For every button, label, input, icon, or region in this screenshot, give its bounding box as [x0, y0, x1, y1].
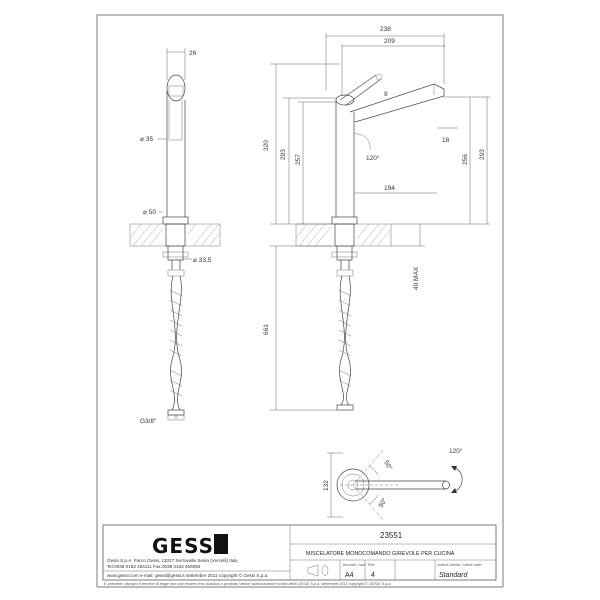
front-height-293-right-label: 293	[479, 149, 486, 160]
side-base-diameter-label: ⌀ 50	[143, 209, 156, 216]
top-rotation-angle-label: 120°	[449, 447, 463, 455]
front-spout-angle-label: 120°	[366, 154, 380, 162]
logo-mark-icon	[214, 534, 228, 554]
front-under-spout-reach-label: 194	[384, 185, 395, 192]
top-view: 50° 50° 132 120°	[323, 447, 463, 522]
format-value: A4	[345, 572, 354, 579]
drawing-frame	[96, 14, 504, 588]
front-spout-reach-label: 209	[384, 38, 395, 45]
front-total-reach-label: 238	[380, 26, 391, 33]
projection-symbol-icon	[307, 564, 329, 577]
rev-value: 4	[371, 572, 375, 579]
rotation-arrow-icon	[454, 467, 463, 492]
side-shank-diameter-label: ⌀ 33,5	[193, 257, 212, 264]
gessi-logo: GESSI	[152, 534, 222, 558]
rev-label: Rev	[368, 563, 376, 567]
client-code-label: codice cliente / client code	[437, 563, 481, 567]
side-hose-thread-label: G3/8"	[140, 418, 157, 425]
side-body-diameter-label: ⌀ 35	[140, 136, 153, 143]
product-description: MISCELATORE MONOCOMANDO GIREVOLE PER CUC…	[306, 551, 455, 557]
top-width-label: 132	[323, 480, 330, 491]
front-height-293-left-label: 293	[280, 149, 287, 160]
company-line-2: Tel.0039 0163 454111 Fax.0039 0163 45935…	[107, 564, 201, 569]
product-code: 23551	[380, 531, 403, 540]
client-code-value: Standard	[439, 572, 469, 579]
front-height-257-label: 257	[295, 154, 302, 165]
front-lever-dim-label: 9	[384, 91, 388, 98]
top-angle-upper-label: 50°	[382, 459, 394, 472]
side-view: 26 ⌀ 35 ⌀ 50 ⌀ 33,5 G3/8"	[129, 48, 221, 425]
front-height-256-label: 256	[462, 154, 469, 165]
front-view: 238 209 9 194 120° 18 320 293 257 256 29…	[263, 26, 490, 411]
front-total-height-label: 320	[263, 140, 270, 151]
front-max-thickness-label: 40 MAX	[413, 266, 420, 290]
title-block: GESSI Gessi S.p.A. Parco Gessi, 13037 Se…	[102, 524, 497, 586]
company-line-3: www.gessi.com e-mail: gessi@gessi.it set…	[107, 572, 268, 578]
front-hose-length-label: 661	[263, 324, 270, 335]
top-angle-lower-label: 50°	[377, 496, 389, 509]
side-top-width-label: 26	[189, 50, 197, 57]
format-label: formato / size	[343, 563, 366, 567]
company-line-1: Gessi S.p.A. Parco Gessi, 13037 Serraval…	[107, 558, 238, 563]
front-outlet-dia-label: 18	[442, 137, 450, 144]
footer-note: È presente, disegno e termine di legge n…	[104, 581, 391, 586]
